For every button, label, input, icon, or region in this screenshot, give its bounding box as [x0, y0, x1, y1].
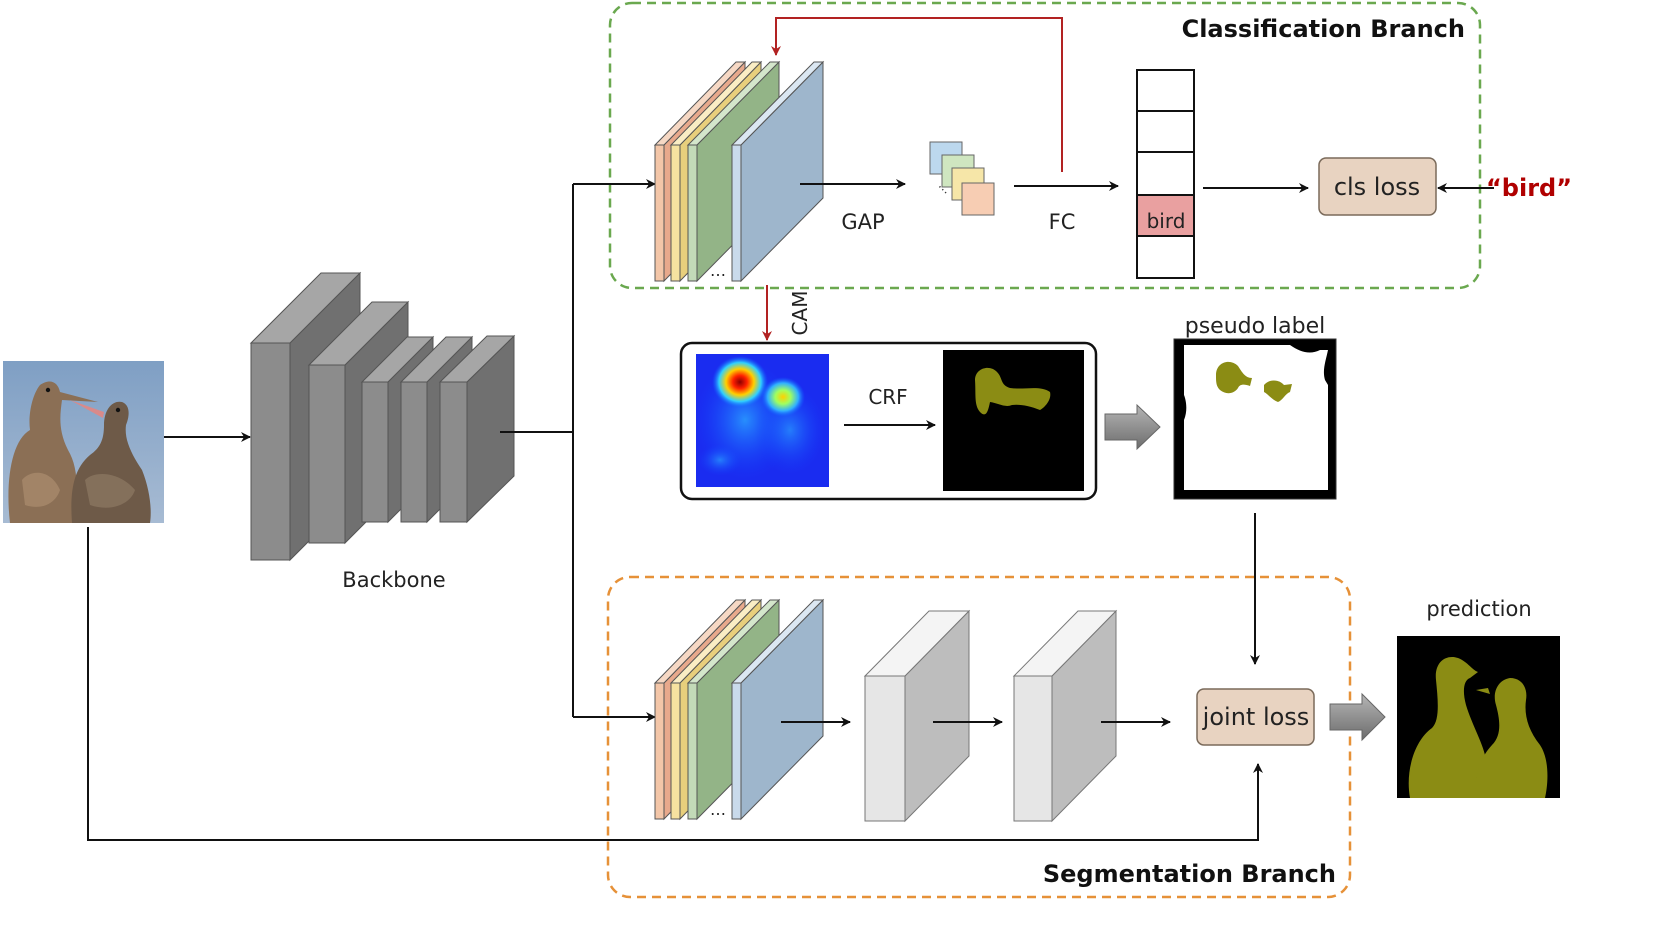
- pooled-features: [929, 141, 995, 216]
- cam-heatmap: [695, 354, 829, 487]
- classification-branch-box: [608, 1, 1482, 290]
- cam-to-pseudo-label-arrow: [1104, 403, 1161, 451]
- gap-label: GAP: [841, 210, 884, 234]
- backbone-blocks: [249, 271, 516, 562]
- pseudo-label-mask: [1173, 338, 1337, 500]
- pseudo-label-title: pseudo label: [1185, 314, 1326, 339]
- seg-decoder-block-1: [863, 609, 971, 823]
- cam-label: CAM: [788, 291, 812, 336]
- joint-loss-to-prediction-arrow: [1329, 692, 1386, 742]
- cls-feature-ellipsis: …: [710, 261, 726, 280]
- backbone-output-connector: [500, 179, 656, 722]
- input-image: [3, 361, 164, 523]
- input-to-joint-loss-arrow: [87, 527, 1263, 841]
- joint-loss-box: [1196, 688, 1315, 746]
- fc-label: FC: [1049, 210, 1076, 234]
- backbone-label: Backbone: [342, 568, 445, 592]
- ground-truth-label: “bird”: [1486, 174, 1572, 202]
- class-score-vector: [1136, 69, 1195, 279]
- segmentation-branch-title: Segmentation Branch: [1043, 860, 1336, 888]
- seg-decoder-block-2: [1012, 609, 1118, 823]
- segmentation-branch-box: [606, 575, 1352, 899]
- class-cell-bird: bird: [1147, 209, 1186, 233]
- classification-branch-title: Classification Branch: [1182, 15, 1465, 43]
- joint-loss-label: joint loss: [1202, 703, 1310, 731]
- fc-weights-feedback-arrow: [771, 17, 1063, 172]
- cls-feature-stack: [653, 60, 825, 283]
- cls-loss-label: cls loss: [1334, 173, 1420, 201]
- crf-label: CRF: [868, 385, 907, 409]
- prediction-mask: [1397, 636, 1560, 798]
- prediction-title: prediction: [1426, 597, 1531, 621]
- seg-feature-ellipsis: …: [710, 800, 726, 819]
- seg-feature-stack: [653, 598, 825, 821]
- cls-loss-box: [1318, 157, 1437, 216]
- crf-mask: [943, 350, 1084, 491]
